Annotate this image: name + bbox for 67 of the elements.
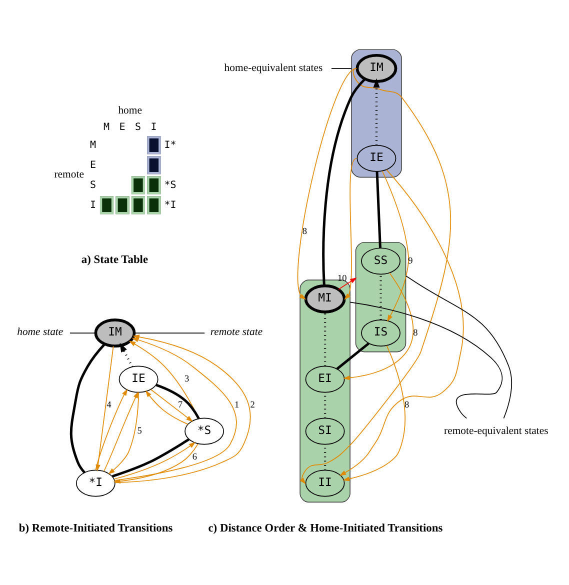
arrow bbox=[145, 390, 188, 424]
label: E bbox=[90, 159, 96, 170]
arrow bbox=[120, 342, 134, 367]
edge-label: 8 bbox=[404, 400, 410, 410]
label: home bbox=[118, 104, 142, 116]
connector bbox=[322, 78, 366, 286]
connector bbox=[405, 274, 512, 418]
node-text: home state bbox=[17, 325, 64, 338]
label: b) Remote-Initiated Transitions bbox=[18, 522, 173, 534]
label: E bbox=[119, 121, 126, 132]
edge-label: 7 bbox=[178, 400, 183, 410]
edge-label: 6 bbox=[192, 452, 197, 462]
arrow bbox=[298, 68, 357, 300]
edge-label: 3 bbox=[184, 374, 190, 384]
edge-label: 4 bbox=[106, 400, 112, 410]
label: S bbox=[90, 179, 96, 190]
connector bbox=[156, 383, 200, 419]
connector bbox=[336, 342, 370, 370]
edge-label: 9 bbox=[408, 256, 413, 266]
arrow bbox=[382, 170, 409, 322]
edge-label: 1 bbox=[234, 400, 240, 410]
connector bbox=[380, 274, 382, 320]
label: M bbox=[104, 121, 110, 132]
node-ellipse: SS bbox=[361, 247, 400, 274]
cluster bbox=[355, 241, 406, 352]
edge-label: 5 bbox=[137, 426, 142, 436]
label: I* bbox=[164, 139, 176, 150]
node-ellipse: EI bbox=[305, 365, 345, 392]
node-text: remote state bbox=[210, 325, 263, 338]
edge-label: 8 bbox=[413, 328, 418, 338]
node-ellipse: IM bbox=[356, 53, 398, 82]
arrow bbox=[150, 388, 193, 422]
cluster bbox=[351, 48, 402, 178]
edge-label: 8 bbox=[302, 226, 308, 237]
label: remote bbox=[54, 168, 84, 180]
node-ellipse: MI bbox=[304, 284, 346, 313]
edge-label: 2 bbox=[250, 400, 255, 410]
node-ellipse: IE bbox=[118, 365, 158, 392]
arrow bbox=[339, 168, 464, 476]
arrow bbox=[344, 157, 357, 300]
label: S bbox=[134, 121, 142, 132]
node-text: home-equivalent states bbox=[224, 61, 323, 74]
connector bbox=[70, 332, 96, 333]
arrow bbox=[342, 344, 406, 481]
label: c) Distance Order & Home-Initiated Transitions bbox=[208, 522, 443, 534]
arrow bbox=[373, 78, 380, 145]
label: I bbox=[90, 199, 96, 210]
node-ellipse: IS bbox=[361, 319, 400, 346]
node-ellipse: II bbox=[305, 469, 345, 496]
node-ellipse: SI bbox=[305, 417, 345, 444]
connector bbox=[350, 301, 503, 418]
label: I bbox=[150, 121, 157, 132]
node-ellipse: *I bbox=[76, 469, 116, 496]
node-ellipse: IE bbox=[356, 144, 396, 172]
label: *S bbox=[164, 179, 176, 190]
connector bbox=[112, 438, 190, 478]
arrow bbox=[128, 340, 200, 419]
node-text: remote-equivalent states bbox=[444, 424, 548, 436]
label: a) State Table bbox=[81, 254, 148, 266]
connector bbox=[134, 332, 206, 333]
arrow bbox=[343, 272, 414, 380]
node-ellipse: *S bbox=[184, 417, 224, 444]
arrow bbox=[300, 68, 452, 484]
connector bbox=[376, 171, 382, 248]
label: M bbox=[90, 139, 96, 150]
label: *I bbox=[164, 199, 176, 210]
connector bbox=[324, 312, 326, 366]
